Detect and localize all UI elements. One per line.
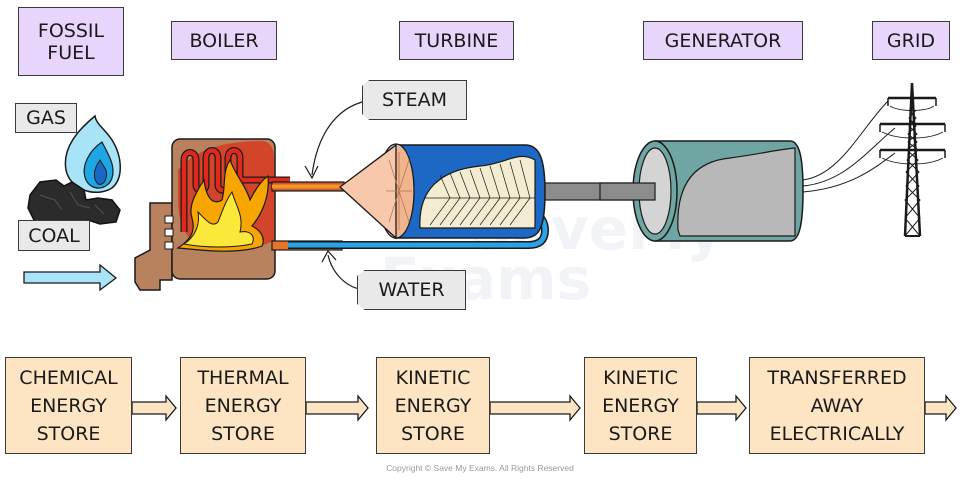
tag-coal: COAL: [18, 220, 90, 251]
stage-label-turbine: TURBINE: [399, 21, 514, 60]
energy-store-thermal: THERMAL ENERGY STORE: [180, 357, 306, 454]
flow-arrows: [131, 394, 957, 422]
energy-store-kinetic-generator: KINETIC ENERGY STORE: [584, 357, 697, 454]
tag-gas: GAS: [15, 103, 77, 133]
stage-label-boiler: BOILER: [171, 21, 277, 60]
tag-steam: STEAM: [362, 80, 467, 120]
copyright-notice: Copyright © Save My Exams. All Rights Re…: [386, 463, 574, 473]
flow-arrow-4: [696, 394, 747, 422]
gas-flame-icon: [64, 114, 121, 193]
energy-store-kinetic-turbine: KINETIC ENERGY STORE: [376, 357, 490, 454]
electricity-pylon-icon: [879, 82, 946, 237]
stage-label-fossil-fuel: FOSSIL FUEL: [18, 7, 124, 76]
energy-store-chemical: CHEMICAL ENERGY STORE: [5, 357, 132, 454]
turbine-icon: [338, 143, 546, 240]
energy-transferred-electrically: TRANSFERRED AWAY ELECTRICALLY: [749, 357, 925, 454]
flow-arrow-3: [489, 394, 581, 422]
fuel-inlet-arrow: [23, 263, 118, 292]
steam-pipe: [271, 181, 345, 192]
stage-label-generator: GENERATOR: [643, 21, 803, 60]
boiler-icon: [134, 138, 290, 291]
flow-arrow-5: [924, 394, 957, 422]
tag-water: WATER: [357, 270, 466, 310]
flow-arrow-2: [305, 394, 369, 422]
power-cables: [802, 100, 896, 193]
stage-label-grid: GRID: [872, 21, 950, 60]
generator-icon: [599, 140, 804, 242]
flow-arrow-1: [131, 394, 177, 422]
